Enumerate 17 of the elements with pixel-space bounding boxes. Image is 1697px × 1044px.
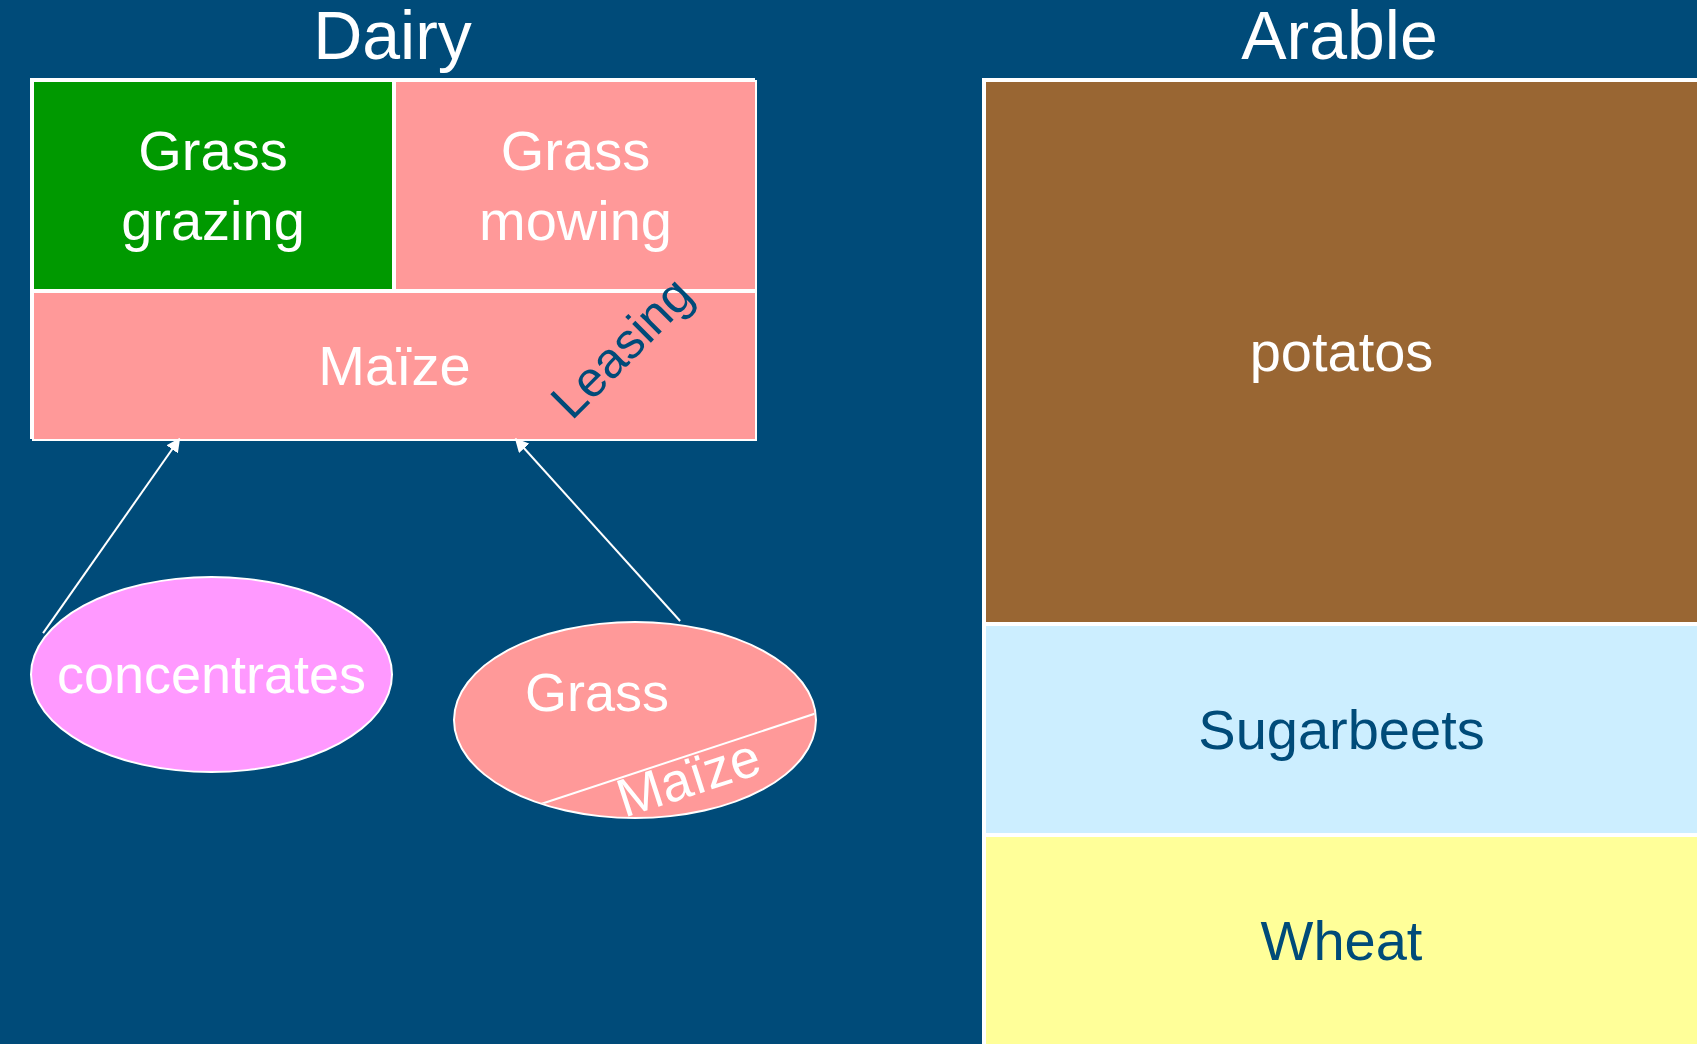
crop-label: potatos xyxy=(1249,319,1434,385)
crop-block xyxy=(984,624,1697,835)
crop-block xyxy=(984,835,1697,1044)
crop-label: Sugarbeets xyxy=(1198,696,1485,763)
crop-block xyxy=(984,80,1697,624)
area-heading: Arable xyxy=(1241,0,1438,73)
arrow xyxy=(42,437,181,635)
crop-label: Maïze xyxy=(318,333,471,399)
area-heading: Dairy xyxy=(313,0,472,73)
crop-label: Maïze xyxy=(609,726,768,817)
crop-label: concentrates xyxy=(56,642,367,706)
arrow xyxy=(514,437,682,622)
crop-label: Wheat xyxy=(1260,907,1423,974)
crop-label: Grass grazing xyxy=(120,117,306,254)
crop-label: Grass xyxy=(525,663,670,723)
crop-block xyxy=(32,80,394,291)
crop-label: Grass mowing xyxy=(478,117,673,254)
